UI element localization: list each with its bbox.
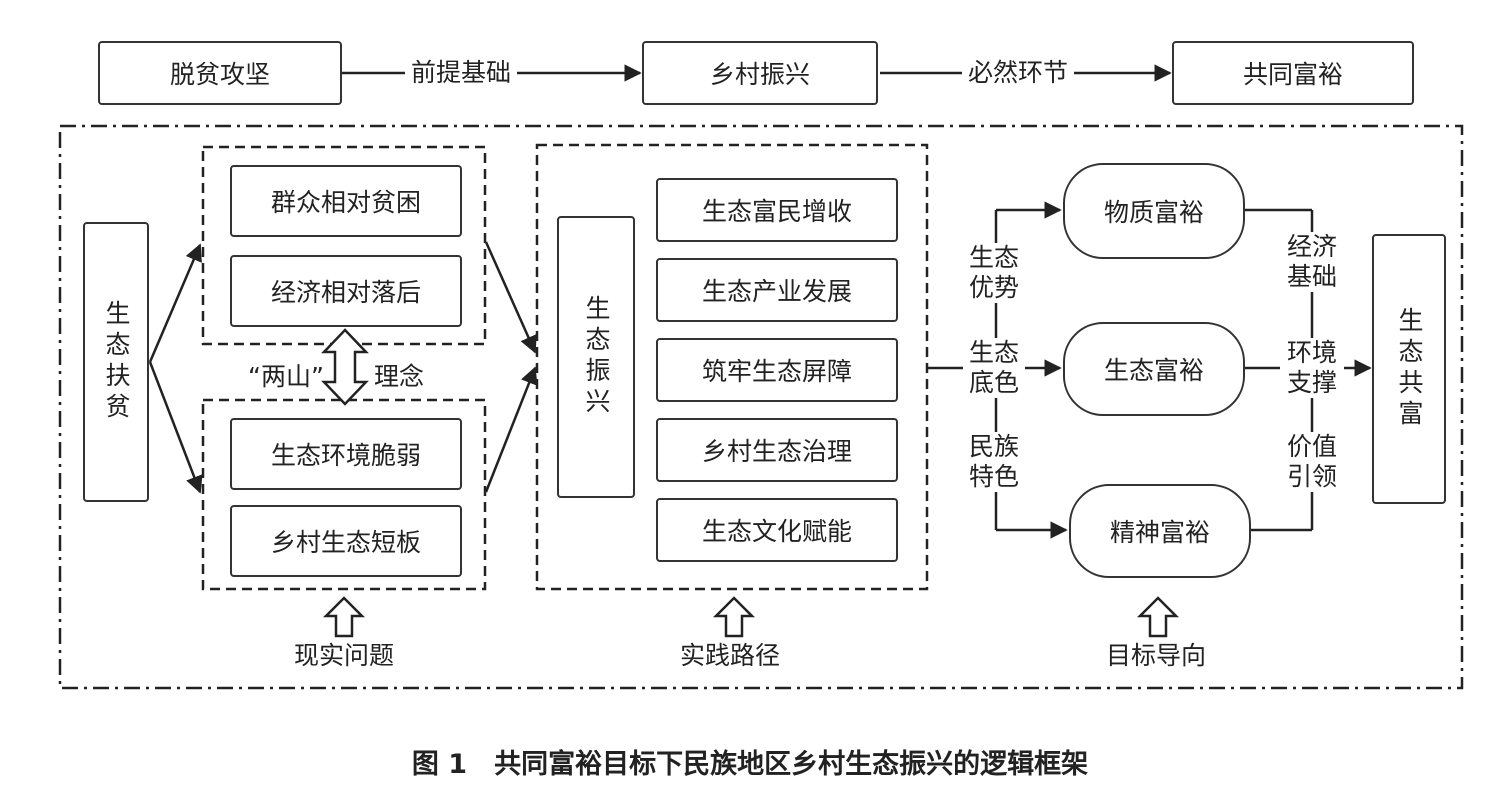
spiritual-wealth-label: 精神富裕 — [1109, 518, 1210, 547]
practice-item-box: 生态富民增收 — [656, 178, 898, 242]
practice-item-label: 乡村生态治理 — [701, 437, 852, 466]
practice-item-box: 筑牢生态屏障 — [656, 338, 898, 402]
practice-path-label: 实践路径 — [680, 641, 781, 670]
environment-support-label: 环境 支撑 — [1280, 338, 1344, 398]
rural-revitalization-box: 乡村振兴 — [642, 41, 878, 105]
problem-box-2: 经济相对落后 — [230, 255, 462, 327]
eco-poverty-box: 生态扶贫 — [83, 222, 149, 502]
up-arrow-icon — [322, 596, 366, 638]
ethnic-feature-label: 民族 特色 — [963, 432, 1025, 492]
eco-advantage-label: 生态 优势 — [963, 243, 1025, 303]
concept-suffix-label: 理念 — [374, 362, 425, 391]
poverty-alleviation-label: 脱贫攻坚 — [169, 60, 270, 89]
eco-common-prosperity-box: 生态共富 — [1372, 234, 1446, 504]
up-arrow-icon — [1136, 596, 1180, 638]
eco-poverty-label: 生态扶贫 — [102, 300, 131, 424]
goal-orientation-label: 目标导向 — [1106, 641, 1207, 670]
necessary-label: 必然环节 — [962, 58, 1075, 88]
practice-item-label: 生态富民增收 — [701, 197, 852, 226]
practice-item-label: 生态文化赋能 — [701, 517, 852, 546]
problem-label-4: 乡村生态短板 — [270, 528, 421, 557]
practice-item-label: 生态产业发展 — [701, 277, 852, 306]
material-wealth-node: 物质富裕 — [1063, 163, 1245, 259]
ecological-wealth-label: 生态富裕 — [1103, 356, 1204, 385]
two-way-arrow-icon — [321, 328, 369, 406]
value-lead-label: 价值 引领 — [1280, 432, 1344, 492]
material-wealth-label: 物质富裕 — [1103, 198, 1204, 227]
figure-caption: 图 1 共同富裕目标下民族地区乡村生态振兴的逻辑框架 — [411, 749, 1089, 780]
practice-item-box: 乡村生态治理 — [656, 418, 898, 482]
practice-item-label: 筑牢生态屏障 — [701, 357, 852, 386]
arrow-to-problems-top — [148, 243, 202, 363]
outer-frame — [58, 124, 1464, 690]
problem-box-4: 乡村生态短板 — [230, 505, 462, 577]
problem-label-2: 经济相对落后 — [270, 278, 421, 307]
arrow-to-problems-bottom — [148, 361, 203, 494]
eco-revitalization-box: 生态振兴 — [557, 216, 635, 498]
practice-item-box: 生态产业发展 — [656, 258, 898, 322]
economic-basis-label: 经济 基础 — [1280, 232, 1344, 292]
poverty-alleviation-box: 脱贫攻坚 — [98, 41, 342, 105]
two-mountains-label: “两山” — [248, 362, 324, 391]
problem-box-3: 生态环境脆弱 — [230, 418, 462, 490]
common-prosperity-box: 共同富裕 — [1172, 41, 1414, 105]
spiritual-wealth-node: 精神富裕 — [1069, 484, 1251, 578]
practice-item-box: 生态文化赋能 — [656, 498, 898, 562]
problem-label-1: 群众相对贫困 — [270, 188, 421, 217]
problem-box-1: 群众相对贫困 — [230, 165, 462, 237]
real-problems-label: 现实问题 — [294, 641, 395, 670]
up-arrow-icon — [712, 596, 756, 638]
ecological-wealth-node: 生态富裕 — [1063, 322, 1245, 416]
premise-label: 前提基础 — [405, 58, 518, 88]
problem-group-bottom — [201, 398, 487, 591]
eco-base-label: 生态 底色 — [963, 338, 1025, 398]
problem-label-3: 生态环境脆弱 — [270, 441, 421, 470]
common-prosperity-label: 共同富裕 — [1242, 60, 1343, 89]
arrow-top-to-practice — [484, 241, 537, 354]
rural-revitalization-label: 乡村振兴 — [709, 60, 810, 89]
eco-revitalization-label: 生态振兴 — [582, 295, 611, 419]
eco-common-prosperity-label: 生态共富 — [1395, 307, 1424, 431]
arrow-bottom-to-practice — [484, 366, 538, 493]
